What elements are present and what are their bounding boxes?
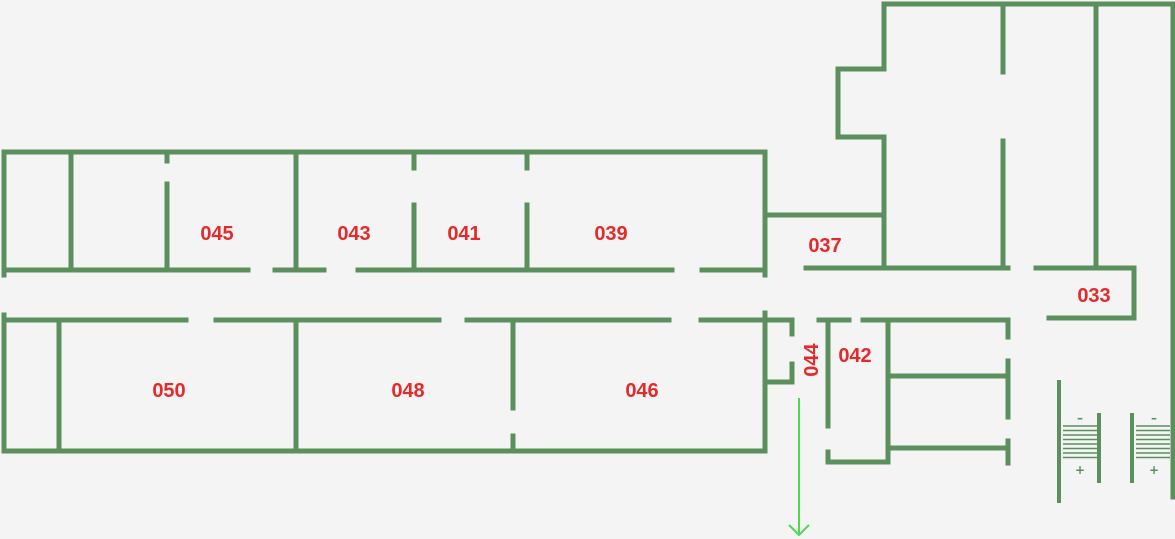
- lower-room-block-walls: [1, 310, 768, 454]
- room-label-044[interactable]: 044: [801, 342, 823, 376]
- upper-room-block-walls: [1, 149, 768, 278]
- room-label-050[interactable]: 050: [152, 380, 185, 402]
- room-label-041[interactable]: 041: [447, 223, 480, 245]
- room-label-048[interactable]: 048: [391, 380, 424, 402]
- room-037-walls: [762, 212, 887, 271]
- stair-down-sign: –: [1077, 411, 1083, 425]
- room-label-039[interactable]: 039: [594, 223, 627, 245]
- room-label-033[interactable]: 033: [1077, 285, 1110, 307]
- room-label-043[interactable]: 043: [337, 223, 370, 245]
- arrow-down-icon: [788, 398, 810, 537]
- room-label-046[interactable]: 046: [625, 380, 658, 402]
- right-wing-walls: [835, 1, 1175, 500]
- room-044-042-walls: [762, 317, 1011, 466]
- stairs-right: – +: [1130, 411, 1170, 483]
- room-label-037[interactable]: 037: [808, 235, 841, 257]
- stair-up-sign: +: [1075, 463, 1085, 477]
- room-label-042[interactable]: 042: [838, 345, 871, 367]
- stairs-left: – +: [1057, 380, 1101, 503]
- room-label-045[interactable]: 045: [200, 223, 233, 245]
- stair-down-sign: –: [1151, 411, 1157, 425]
- stair-up-sign: +: [1149, 463, 1159, 477]
